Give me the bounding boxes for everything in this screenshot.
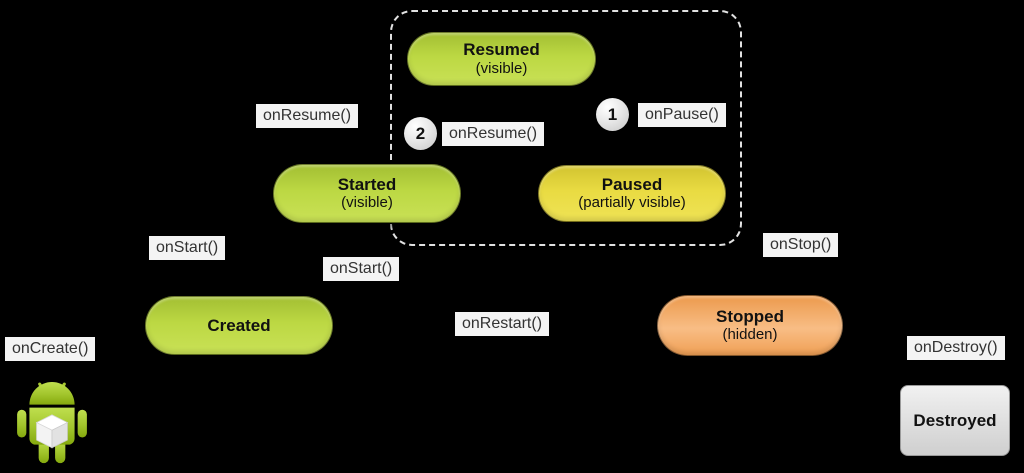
state-destroyed-name: Destroyed — [913, 410, 997, 430]
callback-ondestroy-label: onDestroy() — [907, 336, 1005, 361]
state-paused-name: Paused — [601, 174, 663, 194]
state-paused-detail: (partially visible) — [578, 194, 686, 212]
callback-onstart-left-label: onStart() — [149, 236, 226, 261]
state-started-detail: (visible) — [341, 194, 393, 212]
state-resumed: Resumed (visible) — [407, 32, 596, 86]
callback-onrestart-label: onRestart() — [455, 312, 550, 337]
state-paused: Paused (partially visible) — [538, 165, 726, 222]
foreground-lifetime-region — [390, 10, 742, 246]
state-resumed-detail: (visible) — [475, 59, 528, 77]
callback-onresume-inner-label: onResume() — [442, 122, 545, 147]
state-stopped-name: Stopped — [716, 306, 784, 326]
callback-onpause-label: onPause() — [638, 103, 726, 128]
state-stopped: Stopped (hidden) — [657, 295, 843, 356]
callback-onstop-label: onStop() — [763, 233, 839, 258]
state-created-name: Created — [207, 315, 271, 335]
order-badge-1: 1 — [596, 98, 629, 131]
android-robot-icon — [17, 382, 87, 464]
callback-onstart-right-label: onStart() — [323, 257, 400, 282]
state-destroyed: Destroyed — [900, 385, 1010, 456]
state-started-name: Started — [337, 174, 397, 194]
callback-onresume-outer-label: onResume() — [256, 104, 359, 129]
order-badge-2: 2 — [404, 117, 437, 150]
state-started: Started (visible) — [273, 164, 461, 223]
state-stopped-detail: (hidden) — [722, 326, 778, 344]
callback-oncreate-label: onCreate() — [5, 337, 96, 362]
state-resumed-name: Resumed — [463, 40, 540, 60]
state-created: Created — [145, 296, 333, 355]
